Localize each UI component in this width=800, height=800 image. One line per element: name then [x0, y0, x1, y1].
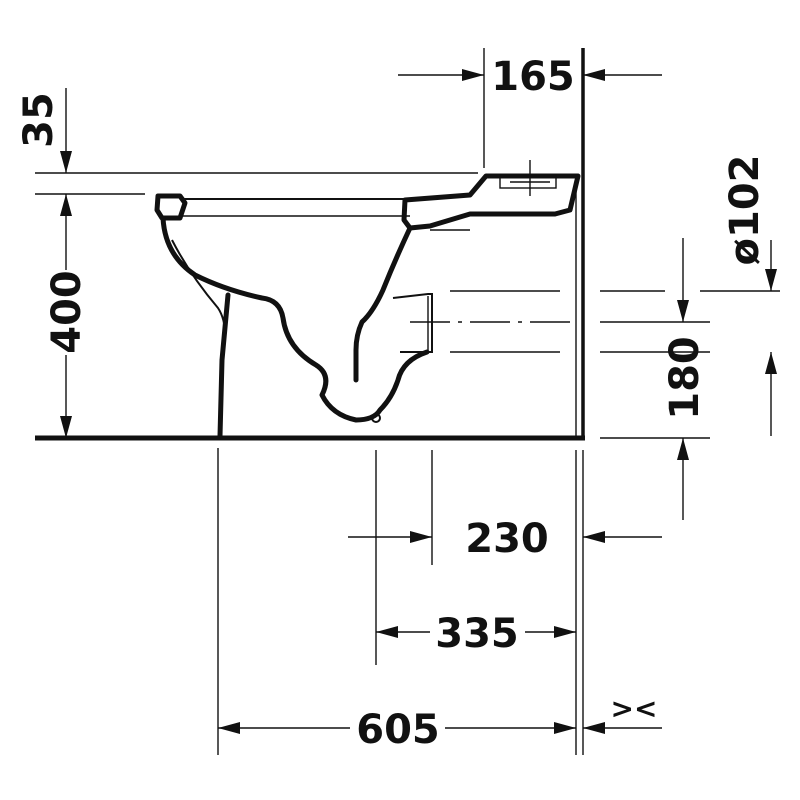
dim-tolerance-label: >< [611, 692, 658, 725]
pedestal-front-leg [217, 292, 231, 439]
seat-top-outline [154, 193, 188, 221]
dim-400-arrow-bottom [60, 416, 72, 438]
dimension-labels: 165 35 400 ø102 180 230 335 605 >< [16, 54, 768, 753]
dim-605-arrow-right [554, 722, 576, 734]
pedestal-inner-line [171, 239, 227, 341]
dim-tolerance-arrow [583, 722, 605, 734]
extension-lines [35, 48, 710, 755]
floor-and-wall [35, 48, 585, 441]
bowl-front-curve [160, 215, 430, 423]
dim-400-label: 400 [44, 270, 90, 354]
rear-block-outline [401, 173, 581, 231]
dim-180-label: 180 [662, 336, 708, 420]
dim-605-arrow-left [218, 722, 240, 734]
dim-180-arrow-bottom [677, 438, 689, 460]
dim-230-arrow-left [410, 531, 432, 543]
dim-335-arrow-right [554, 626, 576, 638]
dim-180-arrow-top [765, 352, 777, 374]
dim-102-arrow-right [765, 269, 777, 291]
dim-35-arrow-top [60, 151, 72, 173]
dim-165-arrow-right [583, 69, 605, 81]
dim-165-label: 165 [491, 54, 575, 100]
dim-102-label: ø102 [722, 155, 768, 266]
dim-230-label: 230 [465, 516, 549, 562]
toilet-profile [154, 160, 581, 439]
hinge-detail [499, 175, 557, 189]
dimension-arrows [60, 69, 780, 734]
dim-230-arrow-right [583, 531, 605, 543]
dim-335-label: 335 [435, 611, 519, 657]
dim-165-arrow-left [462, 69, 484, 81]
dim-605-label: 605 [356, 707, 440, 753]
dim-102-arrow-left [677, 300, 689, 322]
outlet-bottom-dot [371, 413, 381, 423]
dim-35-label: 35 [16, 92, 62, 148]
inner-trap-curve [353, 225, 413, 383]
outlet-spigot [392, 293, 433, 353]
dim-335-arrow-left [376, 626, 398, 638]
